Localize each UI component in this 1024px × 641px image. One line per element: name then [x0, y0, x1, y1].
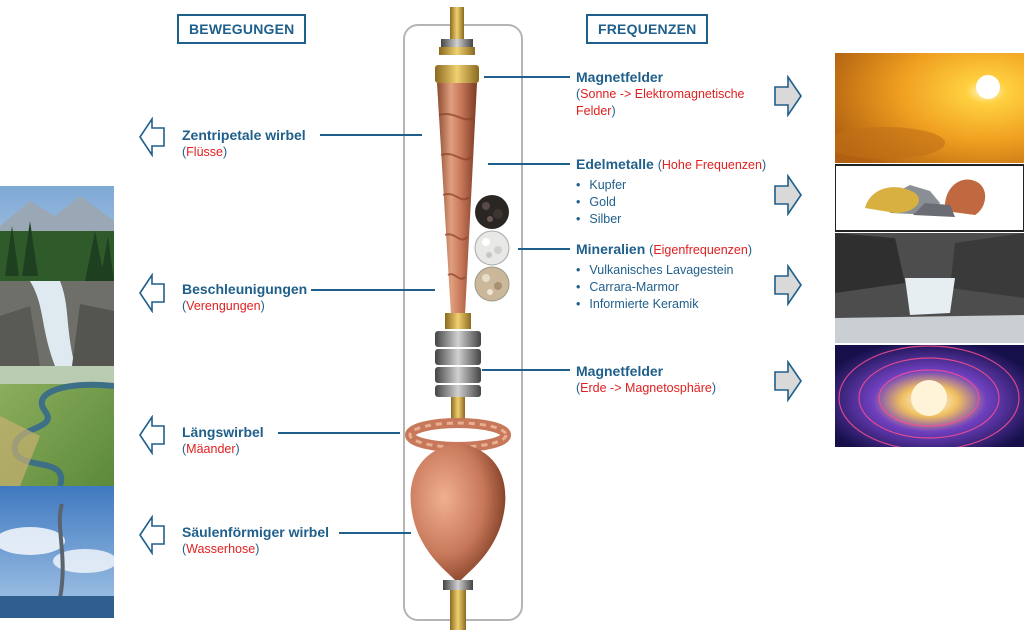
label-title: Längswirbel	[182, 424, 264, 440]
label-sub: Erde -> Magnetosphäre	[580, 381, 712, 395]
label-title: Säulenförmiger wirbel	[182, 524, 330, 540]
list-item: Vulkanisches Lavagestein	[576, 262, 776, 279]
label-beschleunigung: Beschleunigungen (Verengungen)	[182, 281, 308, 313]
connector-zentripetal	[320, 134, 422, 136]
connector-magnet-sun	[484, 76, 570, 78]
mineral-samples	[474, 195, 510, 302]
label-sub: Sonne -> Elektromagnetische Felder	[576, 87, 745, 118]
label-title: Mineralien	[576, 241, 646, 257]
nature-photos	[0, 186, 114, 618]
connector-laengswirbel	[278, 432, 400, 434]
label-minerals: Mineralien (Eigenfrequenzen) Vulkanische…	[576, 240, 776, 313]
label-title: Zentripetale wirbel	[182, 127, 306, 143]
label-saeulen: Säulenförmiger wirbel (Wasserhose)	[182, 524, 330, 556]
label-sub: Wasserhose	[186, 542, 256, 556]
arrow-left-icon	[139, 415, 165, 455]
label-magnet-earth: Magnetfelder (Erde -> Magnetosphäre)	[576, 362, 766, 397]
label-sub: Verengungen	[186, 299, 261, 313]
connector-magnet-earth	[482, 369, 570, 371]
label-title: Edelmetalle	[576, 156, 654, 172]
arrow-left-icon	[139, 273, 165, 313]
header-bewegungen: BEWEGUNGEN	[177, 14, 307, 44]
minerals-list: Vulkanisches Lavagestein Carrara-Marmor …	[576, 262, 776, 313]
list-item: Gold	[576, 194, 776, 211]
arrow-right-icon	[774, 264, 802, 306]
label-sub: Eigenfrequenzen	[653, 243, 748, 257]
list-item: Informierte Keramik	[576, 296, 776, 313]
label-magnet-sun: Magnetfelder (Sonne -> Elektromagnetisch…	[576, 68, 766, 120]
label-metals: Edelmetalle (Hohe Frequenzen) Kupfer Gol…	[576, 155, 776, 228]
label-title: Beschleunigungen	[182, 281, 308, 297]
list-item: Silber	[576, 211, 776, 228]
left-photo-strip	[0, 186, 114, 618]
label-title: Magnetfelder	[576, 363, 664, 379]
connector-minerals	[518, 248, 570, 250]
label-laengswirbel: Längswirbel (Mäander)	[182, 424, 264, 456]
header-frequenzen: FREQUENZEN	[586, 14, 709, 44]
list-item: Kupfer	[576, 177, 776, 194]
arrow-left-icon	[139, 117, 165, 157]
frequency-photos	[835, 53, 1024, 447]
connector-beschleunigung	[311, 289, 435, 291]
label-title: Magnetfelder	[576, 69, 664, 85]
vortex-device	[403, 7, 523, 630]
arrow-right-icon	[774, 174, 802, 216]
label-sub: Mäander	[186, 442, 236, 456]
list-item: Carrara-Marmor	[576, 279, 776, 296]
right-photo-strip	[835, 53, 1024, 447]
arrow-left-icon	[139, 515, 165, 555]
label-sub: Hohe Frequenzen	[661, 158, 762, 172]
label-sub: Flüsse	[186, 145, 223, 159]
connector-saeulen	[339, 532, 411, 534]
arrow-right-icon	[774, 360, 802, 402]
connector-metals	[488, 163, 570, 165]
label-zentripetal: Zentripetale wirbel (Flüsse)	[182, 127, 306, 159]
arrow-right-icon	[774, 75, 802, 117]
metals-list: Kupfer Gold Silber	[576, 177, 776, 228]
